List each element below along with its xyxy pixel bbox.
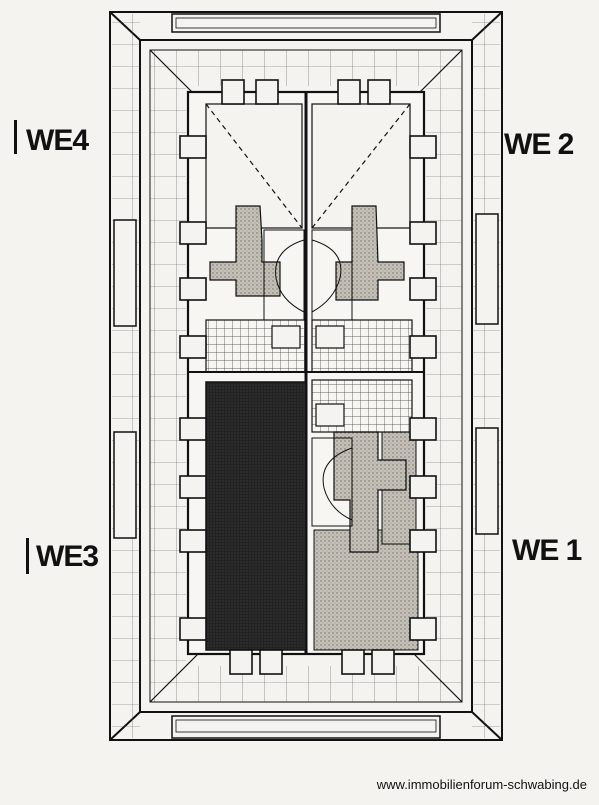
dormer-box [409, 221, 437, 245]
unit-label-we1: WE 1 [512, 534, 582, 567]
dormer-box [179, 277, 207, 301]
dormer-box [337, 79, 361, 105]
gutters [171, 13, 441, 739]
dormer-box [179, 617, 207, 641]
dormer-box [371, 649, 395, 675]
dormer-box [179, 335, 207, 359]
dormer-box [409, 335, 437, 359]
dormer-box [341, 649, 365, 675]
dormer-box [409, 417, 437, 441]
unit-label-we3: WE3 [36, 540, 99, 573]
we3-tick [26, 538, 29, 574]
we3-shaded-area [205, 381, 307, 651]
dormer-box [179, 221, 207, 245]
dormer-box [229, 649, 253, 675]
dormer-box [409, 475, 437, 499]
unit-label-we4: WE4 [26, 124, 89, 157]
dormer-box [409, 617, 437, 641]
dormer-box [409, 529, 437, 553]
watermark: www.immobilienforum-schwabing.de [376, 777, 587, 792]
dormer-box [179, 135, 207, 159]
dormer-box [409, 135, 437, 159]
dormer-box [409, 277, 437, 301]
bathrooms [205, 319, 413, 433]
side-windows [113, 213, 499, 539]
unit-label-we2: WE 2 [504, 128, 574, 161]
dormer-box [179, 417, 207, 441]
dormer-windows [179, 79, 437, 675]
roof-grid [112, 14, 500, 738]
dormer-box [367, 79, 391, 105]
dormer-box [259, 649, 283, 675]
dormer-box [221, 79, 245, 105]
dormer-box [179, 475, 207, 499]
dormer-box [179, 529, 207, 553]
dormer-box [255, 79, 279, 105]
we4-tick [14, 120, 17, 154]
